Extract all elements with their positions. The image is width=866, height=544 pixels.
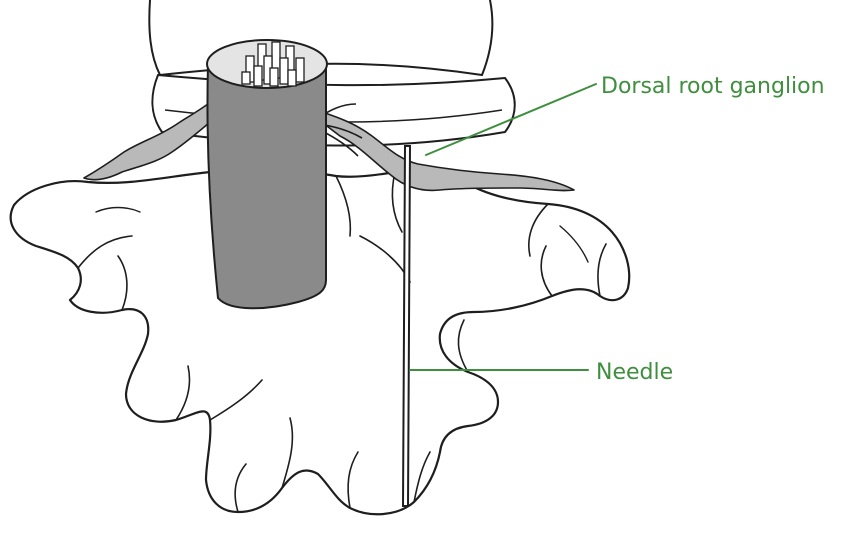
needle	[403, 146, 410, 506]
ganglion-label: Dorsal root ganglion	[601, 74, 825, 99]
needle-label: Needle	[596, 360, 673, 385]
